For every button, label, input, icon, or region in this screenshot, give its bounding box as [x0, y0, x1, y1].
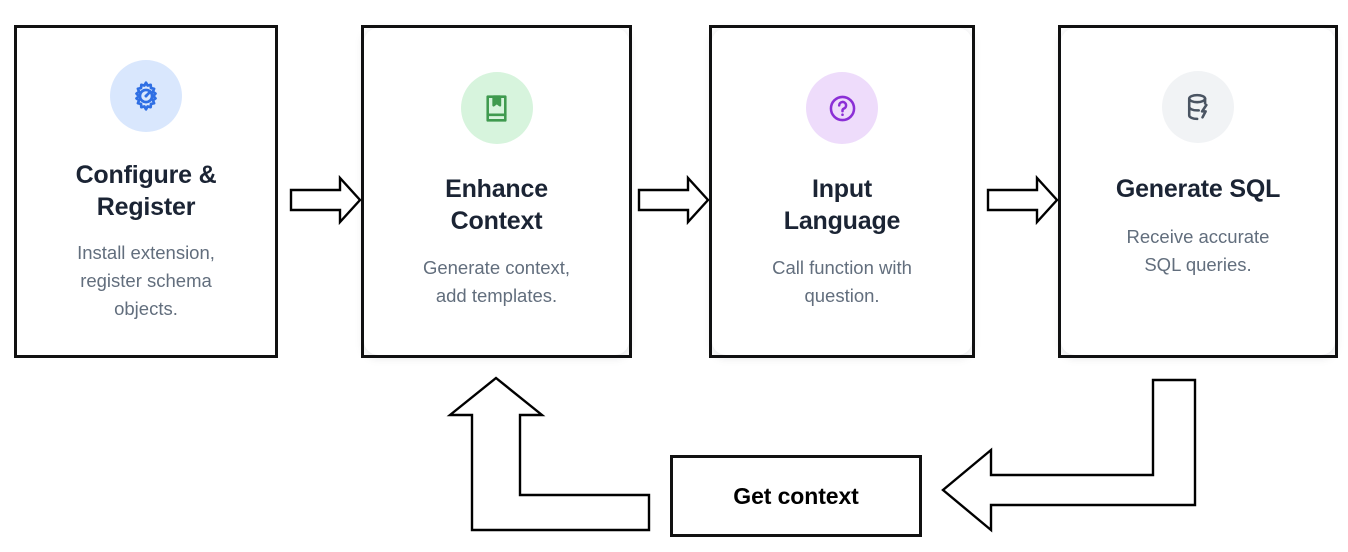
step-card-title: Generate SQL [1115, 175, 1281, 203]
database-lightning-icon-badge [1162, 71, 1234, 143]
step-card-body: Configure & Register Install extension, … [17, 28, 275, 355]
step-card-body: Input Language Call function with questi… [712, 28, 972, 355]
step-card-body: Generate SQL Receive accurate SQL querie… [1061, 28, 1335, 355]
book-bookmark-icon-badge [460, 72, 533, 144]
step-card-description: Generate context, add templates. [422, 257, 571, 307]
step-card-description: Receive accurate SQL queries. [1126, 225, 1270, 275]
gear-icon-badge [110, 60, 182, 132]
step-card-title: Configure & Register [75, 161, 217, 221]
database-lightning-icon [1181, 90, 1215, 124]
arrow-feedback-up-icon [446, 376, 651, 532]
arrow-3-to-4-icon [986, 174, 1059, 226]
step-card-description: Call function with question. [772, 257, 912, 307]
gear-icon [129, 79, 163, 113]
step-card-title: Input Language [783, 175, 901, 235]
book-bookmark-icon [480, 92, 513, 125]
question-circle-icon [826, 92, 859, 125]
step-card-input-language[interactable]: Input Language Call function with questi… [709, 25, 975, 358]
step-card-generate-sql[interactable]: Generate SQL Receive accurate SQL querie… [1058, 25, 1338, 358]
arrow-1-to-2-icon [289, 174, 362, 226]
get-context-label: Get context [733, 482, 859, 509]
step-card-enhance-context[interactable]: Enhance Context Generate context, add te… [361, 25, 632, 358]
step-card-body: Enhance Context Generate context, add te… [364, 28, 629, 355]
step-card-title: Enhance Context [445, 175, 548, 235]
arrow-2-to-3-icon [637, 174, 710, 226]
arrow-feedback-down-left-icon [941, 378, 1197, 533]
get-context-box[interactable]: Get context [670, 455, 922, 537]
step-card-description: Install extension, register schema objec… [77, 242, 215, 320]
question-circle-icon-badge [806, 72, 878, 144]
step-card-configure-register[interactable]: Configure & Register Install extension, … [14, 25, 278, 358]
